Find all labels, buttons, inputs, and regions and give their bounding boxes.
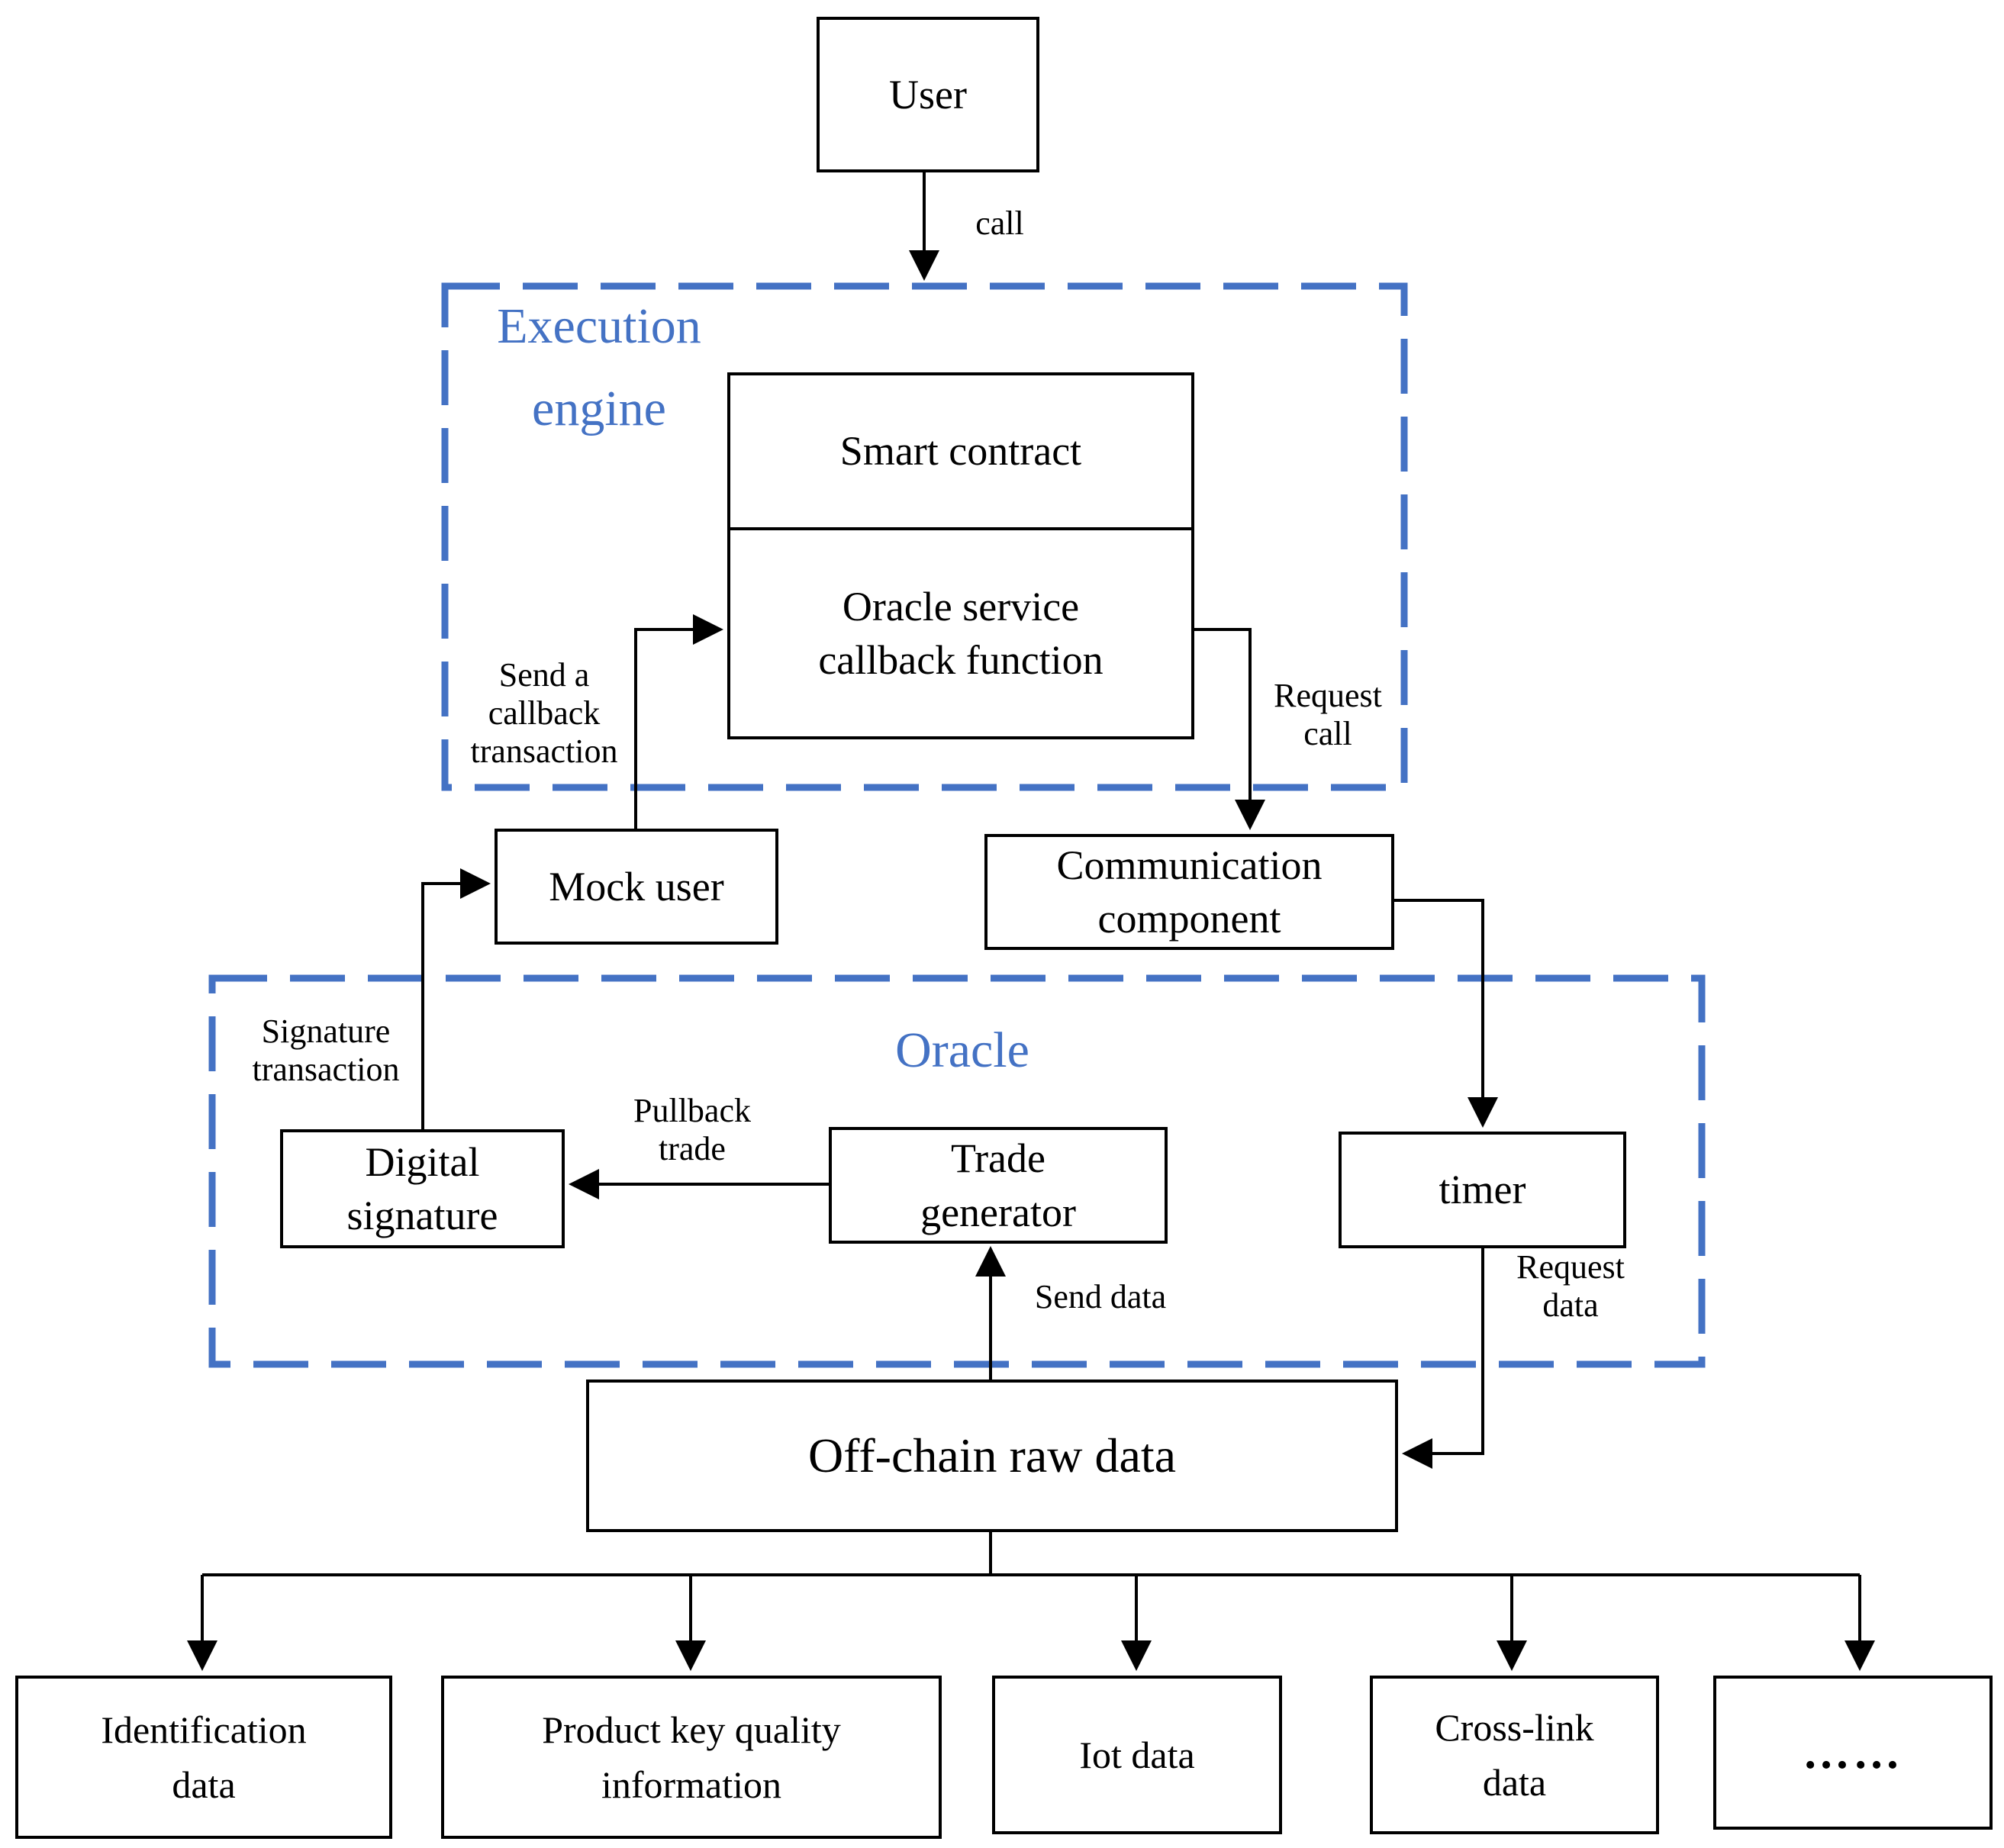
edge-send-callback-transaction bbox=[634, 614, 723, 829]
execution-engine-group-label: Execution engine bbox=[497, 298, 701, 436]
node-user: User bbox=[817, 17, 1039, 172]
node-oracle-service-callback: Oracle service callback function bbox=[727, 527, 1194, 739]
edge-communication-timer bbox=[1394, 899, 1498, 1128]
node-smart-contract: Smart contract bbox=[727, 372, 1194, 530]
node-more-ellipsis: …… bbox=[1713, 1676, 1993, 1830]
node-communication-component: Communication component bbox=[984, 834, 1394, 950]
node-identification-data: Identification data bbox=[15, 1676, 392, 1839]
node-digital-signature: Digital signature bbox=[280, 1129, 565, 1248]
label-send-callback-transaction: Send a callback transaction bbox=[470, 655, 618, 771]
oracle-group-border bbox=[208, 974, 1706, 1368]
edge-signature-transaction bbox=[421, 868, 491, 1129]
label-pullback-trade: Pullback trade bbox=[633, 1091, 751, 1167]
node-offchain-raw-data: Off-chain raw data bbox=[586, 1380, 1398, 1532]
oracle-group-label: Oracle bbox=[895, 1022, 1029, 1078]
label-send-data: Send data bbox=[1034, 1277, 1167, 1315]
label-signature-transaction: Signature transaction bbox=[252, 1012, 400, 1088]
node-trade-generator: Trade generator bbox=[829, 1127, 1168, 1244]
node-iot-data: Iot data bbox=[992, 1676, 1282, 1834]
edge-request-call bbox=[1194, 628, 1265, 830]
execution-engine-group-border bbox=[441, 282, 1408, 791]
node-product-key-quality: Product key quality information bbox=[441, 1676, 942, 1839]
label-request-call: Request call bbox=[1274, 676, 1382, 752]
label-request-data: Request data bbox=[1516, 1248, 1625, 1324]
label-call: call bbox=[975, 204, 1024, 242]
node-mock-user: Mock user bbox=[495, 829, 778, 945]
edge-request-data bbox=[1402, 1248, 1484, 1469]
node-crosslink-data: Cross-link data bbox=[1370, 1676, 1659, 1834]
node-timer: timer bbox=[1339, 1132, 1626, 1248]
